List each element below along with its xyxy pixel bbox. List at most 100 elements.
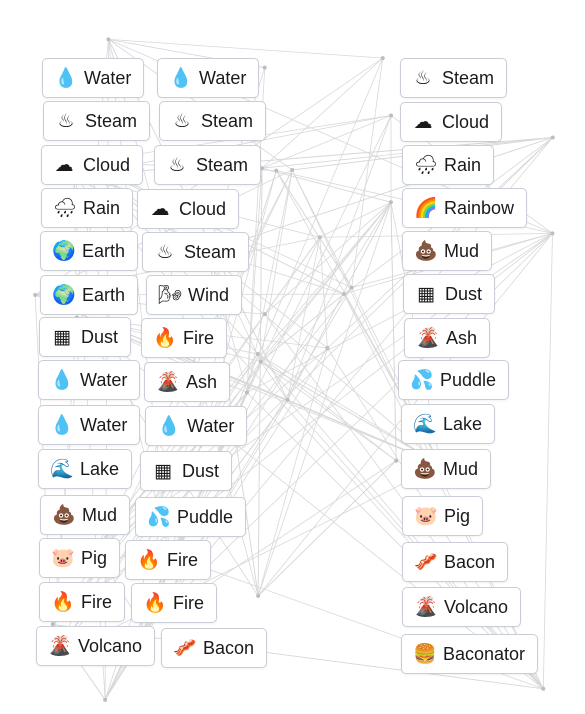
- pig-icon: 🐷: [414, 504, 438, 527]
- element-chip[interactable]: 🍔Baconator: [401, 634, 539, 674]
- element-chip[interactable]: 💩Mud: [40, 495, 131, 535]
- element-chip[interactable]: ♨Steam: [159, 101, 267, 141]
- element-chip[interactable]: 🌧Rain: [41, 188, 134, 228]
- connection-node: [394, 458, 399, 463]
- connection-line: [257, 202, 392, 597]
- connection-node: [389, 113, 394, 118]
- connection-node: [290, 167, 295, 172]
- mud-icon: 💩: [52, 503, 76, 526]
- element-chip[interactable]: 🌧Rain: [402, 145, 495, 185]
- element-chip[interactable]: 🥓Bacon: [402, 542, 509, 582]
- element-chip[interactable]: 🌋Volcano: [402, 587, 522, 627]
- element-chip[interactable]: ▦Dust: [140, 451, 233, 491]
- connection-node: [33, 293, 38, 298]
- fire-icon: 🔥: [153, 326, 177, 349]
- connection-node: [550, 135, 555, 140]
- connection-node: [380, 56, 385, 61]
- connection-line: [53, 464, 441, 659]
- connection-line: [246, 169, 293, 393]
- dust-icon: ▦: [154, 459, 172, 482]
- splash-icon: 💦: [410, 368, 434, 391]
- volcano-icon: 🌋: [416, 326, 440, 349]
- element-chip[interactable]: ☁Cloud: [400, 102, 503, 142]
- element-chip[interactable]: ☁Cloud: [137, 189, 240, 229]
- globe-icon: 🌍: [52, 283, 76, 306]
- dust-icon: ▦: [53, 325, 71, 348]
- connection-line: [208, 251, 248, 393]
- connection-node: [349, 285, 354, 290]
- element-chip[interactable]: 🔥Fire: [141, 318, 227, 358]
- element-chip[interactable]: ▦Dust: [403, 274, 496, 314]
- wave-icon: 🌊: [413, 412, 437, 435]
- rain-cloud-icon: 🌧: [53, 196, 78, 219]
- element-chip[interactable]: 💧 Water: [38, 360, 141, 400]
- element-chip[interactable]: 💩Mud: [402, 231, 493, 271]
- element-chip[interactable]: 🔥Fire: [125, 540, 211, 580]
- element-chip[interactable]: 🌋 Ash: [404, 318, 491, 358]
- element-label: Water: [84, 68, 132, 88]
- connection-line: [287, 202, 392, 401]
- element-chip[interactable]: 💧Water: [157, 58, 260, 98]
- steam-icon: ♨: [173, 109, 191, 132]
- element-label: Ash: [446, 328, 478, 348]
- element-chip[interactable]: 🌬Wind: [146, 275, 243, 315]
- element-chip[interactable]: 💧Water: [145, 406, 248, 446]
- element-chip[interactable]: 💩Mud: [401, 449, 492, 489]
- connection-line: [287, 237, 321, 400]
- element-chip[interactable]: 🌊 Lake: [401, 404, 496, 444]
- wind-icon: 🌬: [158, 283, 183, 306]
- element-chip[interactable]: 🌈Rainbow: [402, 188, 528, 228]
- element-chip[interactable]: 🐷Pig: [39, 538, 121, 578]
- element-chip[interactable]: ♨Steam: [43, 101, 151, 141]
- connection-line: [264, 201, 392, 315]
- connection-line: [76, 317, 441, 466]
- element-chip[interactable]: 💦Puddle: [398, 360, 510, 400]
- element-chip[interactable]: 💧Water: [42, 58, 145, 98]
- element-chip[interactable]: ♨Steam: [400, 58, 508, 98]
- connection-node: [244, 390, 249, 395]
- connection-node: [274, 168, 279, 173]
- element-chip[interactable]: ☁Cloud: [41, 145, 144, 185]
- element-chip[interactable]: 🐷Pig: [402, 496, 484, 536]
- element-label: Mud: [444, 241, 480, 261]
- fire-icon: 🔥: [51, 590, 75, 613]
- element-label: Dust: [81, 327, 119, 347]
- connection-line: [95, 347, 328, 550]
- globe-icon: 🌍: [52, 239, 76, 262]
- element-chip[interactable]: 🌊Lake: [38, 449, 133, 489]
- connection-line: [275, 170, 353, 288]
- element-chip[interactable]: 💧Water: [38, 405, 141, 445]
- connection-node: [258, 359, 263, 364]
- element-chip[interactable]: ♨Steam: [142, 232, 250, 272]
- connection-node: [550, 231, 555, 236]
- element-chip[interactable]: ▦ Dust: [39, 317, 132, 357]
- element-chip[interactable]: 🌍 Earth: [40, 231, 139, 271]
- connection-line: [260, 361, 397, 462]
- element-label: Dust: [445, 284, 483, 304]
- element-label: Wind: [188, 285, 230, 305]
- pig-icon: 🐷: [51, 546, 75, 569]
- connection-line: [169, 202, 392, 556]
- element-chip[interactable]: 🌍Earth: [40, 275, 139, 315]
- element-label: Earth: [82, 241, 126, 261]
- element-chip[interactable]: 🌋Ash: [144, 362, 231, 402]
- bacon-icon: 🥓: [173, 636, 197, 659]
- connection-line: [246, 233, 553, 393]
- element-label: Lake: [443, 414, 483, 434]
- element-chip[interactable]: 🔥Fire: [131, 583, 217, 623]
- steam-icon: ♨: [414, 66, 432, 89]
- droplet-icon: 💧: [50, 368, 74, 391]
- element-chip[interactable]: 🥓Bacon: [161, 628, 268, 668]
- element-label: Water: [80, 370, 128, 390]
- cloud-icon: ☁: [54, 153, 74, 176]
- element-chip[interactable]: 🔥Fire: [39, 582, 125, 622]
- element-chip[interactable]: 🌋Volcano: [36, 626, 156, 666]
- cloud-icon: ☁: [413, 110, 433, 133]
- element-chip[interactable]: 💦Puddle: [135, 497, 247, 537]
- element-label: Ash: [186, 372, 218, 392]
- connection-node: [325, 346, 330, 351]
- steam-icon: ♨: [57, 109, 75, 132]
- element-chip[interactable]: ♨Steam: [154, 145, 262, 185]
- splash-icon: 💦: [147, 505, 171, 528]
- volcano-icon: 🌋: [48, 634, 72, 657]
